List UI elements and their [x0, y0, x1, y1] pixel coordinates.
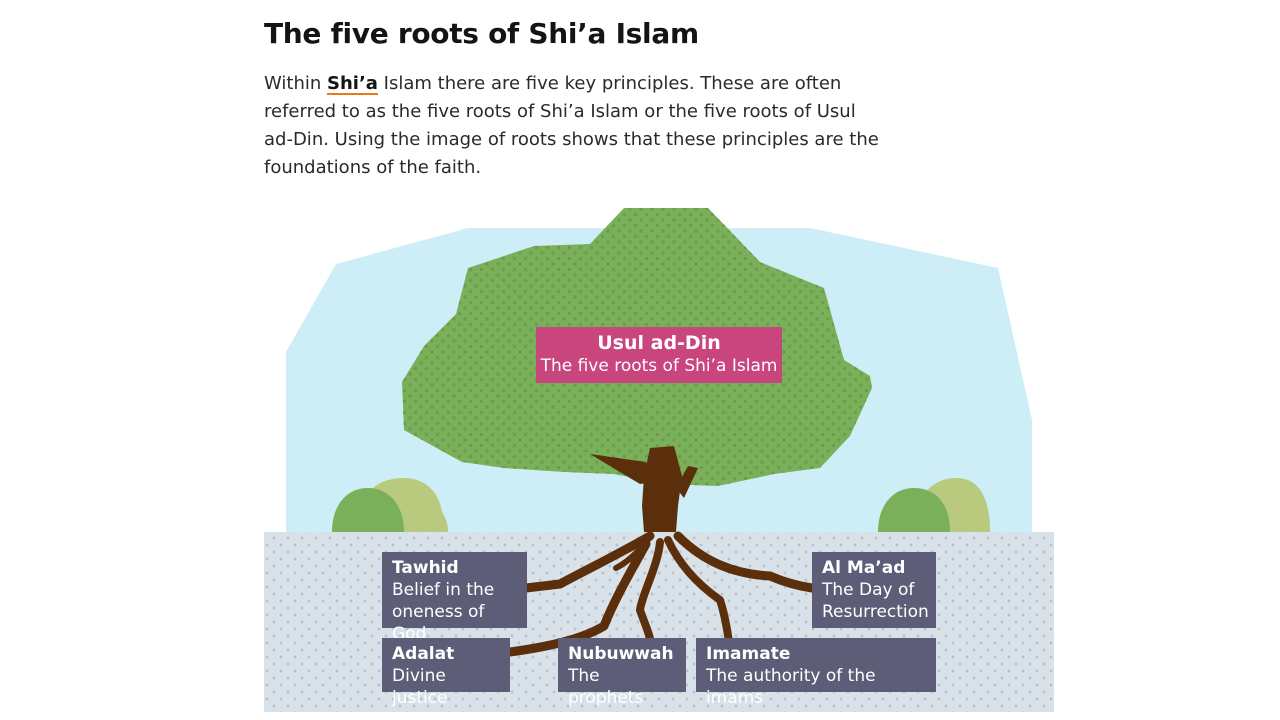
root-adalat	[505, 539, 651, 657]
nubuwwah-description: The prophets	[568, 666, 644, 708]
al-maad-description-line1: The Day of	[822, 580, 915, 600]
tree-illustration	[264, 208, 1054, 712]
right-bush-front	[878, 488, 950, 532]
root-label-al-maad: Al Ma’ad The Day of Resurrection	[812, 552, 936, 628]
adalat-name: Adalat	[392, 644, 455, 664]
left-branch	[590, 454, 654, 484]
tree-diagram: Usul ad-Din The five roots of Shi’a Isla…	[264, 206, 1054, 712]
al-maad-name: Al Ma’ad	[822, 558, 906, 578]
center-label-usul-ad-din: Usul ad-Din The five roots of Shi’a Isla…	[536, 327, 782, 383]
root-small-left	[613, 537, 651, 571]
shia-glossary-link[interactable]: Shi’a	[327, 73, 378, 94]
intro-text-after: Islam there are five key principles. The…	[264, 73, 879, 178]
root-label-imamate: Imamate The authority of the imams	[696, 638, 936, 708]
tree-roots	[505, 531, 817, 657]
page-title: The five roots of Shi’a Islam	[264, 17, 699, 50]
root-label-nubuwwah: Nubuwwah The prophets	[558, 638, 686, 708]
intro-paragraph: Within Shi’a Islam there are five key pr…	[264, 70, 884, 182]
center-label-name: Usul ad-Din	[597, 332, 721, 354]
intro-text-before: Within	[264, 73, 327, 94]
adalat-description: Divine justice	[392, 666, 448, 708]
root-al-maad	[673, 531, 817, 593]
article: The five roots of Shi’a Islam Within Shi…	[264, 14, 904, 182]
right-branch	[676, 466, 698, 498]
al-maad-description-line2: Resurrection	[822, 602, 929, 622]
center-label-description: The five roots of Shi’a Islam	[540, 356, 778, 376]
tawhid-description-line1: Belief in the	[392, 580, 495, 600]
root-label-tawhid: Tawhid Belief in the oneness of God	[382, 552, 527, 644]
tree-trunk	[642, 446, 682, 532]
root-label-adalat: Adalat Divine justice	[382, 638, 510, 708]
imamate-name: Imamate	[706, 644, 791, 664]
root-nubuwwah	[636, 538, 664, 652]
left-bush-front	[332, 488, 404, 532]
nubuwwah-name: Nubuwwah	[568, 644, 674, 664]
imamate-description: The authority of the imams	[706, 666, 876, 708]
root-imamate	[664, 536, 734, 652]
root-tawhid	[521, 531, 655, 593]
tawhid-name: Tawhid	[392, 558, 459, 578]
